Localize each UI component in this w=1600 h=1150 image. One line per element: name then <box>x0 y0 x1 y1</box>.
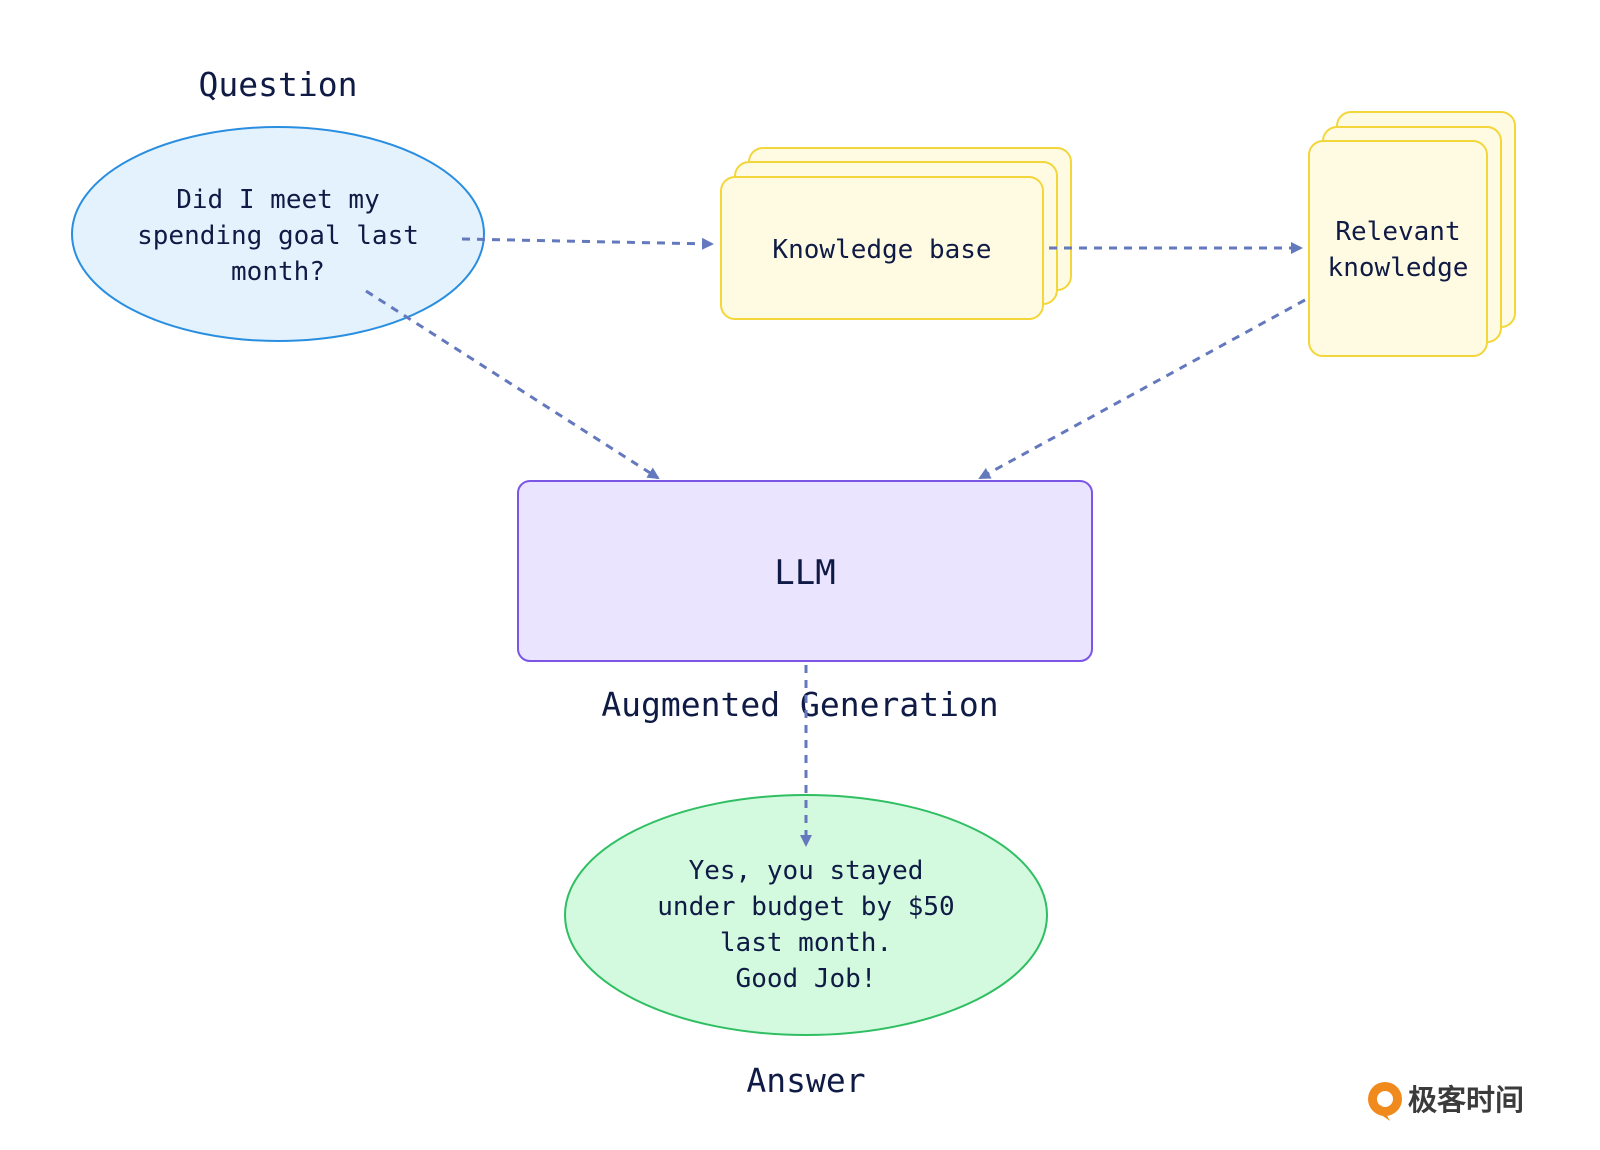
question-heading: Question <box>199 65 358 104</box>
knowledge-base-label: Knowledge base <box>772 235 991 265</box>
watermark: 极客时间 <box>1368 1082 1524 1121</box>
question-line-2: spending goal last <box>137 221 419 251</box>
relevant-knowledge-doc-front <box>1308 140 1488 357</box>
knowledge-base-node: Knowledge base <box>720 147 1072 320</box>
augmented-generation-heading: Augmented Generation <box>601 685 998 724</box>
answer-ellipse <box>564 794 1048 1036</box>
geektime-logo-icon <box>1368 1082 1402 1121</box>
relevant-knowledge-line-1: Relevant <box>1335 217 1460 247</box>
answer-heading: Answer <box>746 1061 865 1100</box>
question-node: Did I meet my spending goal last month? <box>71 126 485 342</box>
question-line-3: month? <box>231 257 325 287</box>
edge-question-to-knowledge-base <box>461 237 714 250</box>
relevant-knowledge-line-2: knowledge <box>1328 253 1469 283</box>
answer-node: Yes, you stayed under budget by $50 last… <box>564 794 1048 1036</box>
answer-line-2: under budget by $50 <box>657 892 954 922</box>
edge-question-to-llm <box>365 289 660 480</box>
question-line-1: Did I meet my <box>176 185 380 215</box>
watermark-text: 极客时间 <box>1408 1083 1524 1117</box>
llm-label: LLM <box>774 553 835 593</box>
relevant-knowledge-node: Relevant knowledge <box>1308 111 1516 357</box>
llm-box <box>517 480 1093 662</box>
question-ellipse <box>71 126 485 342</box>
knowledge-base-doc-front <box>720 176 1044 320</box>
answer-line-4: Good Job! <box>736 964 877 994</box>
llm-node: LLM <box>517 480 1093 662</box>
edge-relevant-to-llm <box>978 298 1306 480</box>
answer-line-1: Yes, you stayed <box>689 856 924 886</box>
answer-line-3: last month. <box>720 928 892 958</box>
